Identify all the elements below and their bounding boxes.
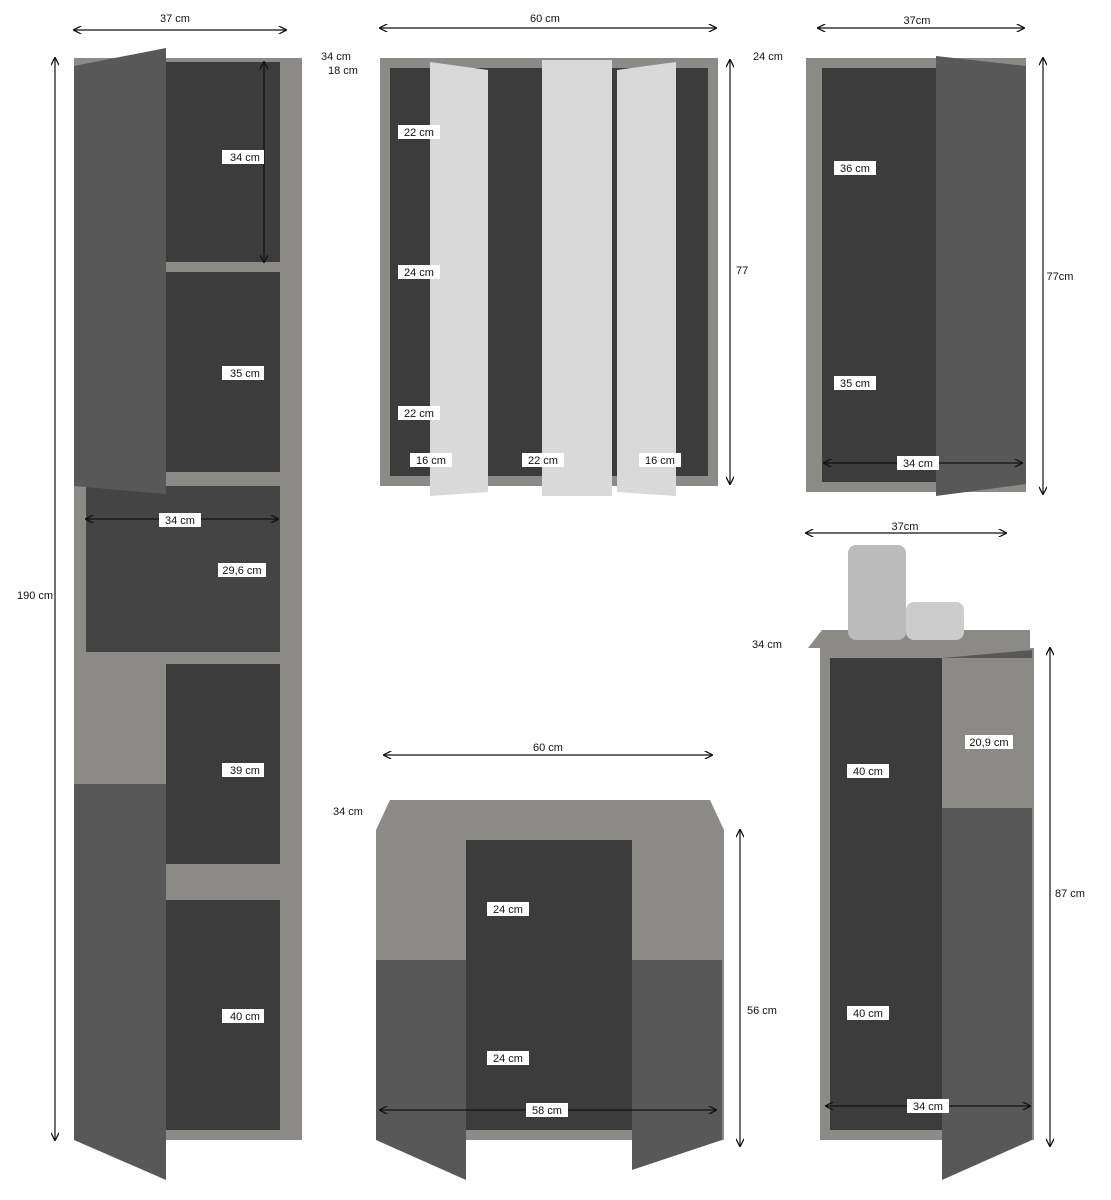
wall-cabinet <box>806 56 1026 496</box>
label: 40 cm <box>230 1011 260 1023</box>
label: 24 cm <box>493 904 523 916</box>
label: 34 cm <box>165 515 195 527</box>
label: 22 cm <box>528 455 558 467</box>
label: 77cm <box>1047 271 1074 283</box>
label: 40 cm <box>853 1008 883 1020</box>
label: 35 cm <box>840 378 870 390</box>
label: 20,9 cm <box>969 737 1008 749</box>
label: 18 cm <box>328 65 358 77</box>
label: 190 cm <box>17 590 53 602</box>
label: 16 cm <box>416 455 446 467</box>
label: 34 cm <box>752 639 782 651</box>
label: 34 cm <box>321 51 351 63</box>
mirror-door <box>542 60 612 496</box>
label: 35 cm <box>230 368 260 380</box>
label: 37 cm <box>160 13 190 25</box>
label: 34 cm <box>333 806 363 818</box>
label: 60 cm <box>533 742 563 754</box>
label: 34 cm <box>230 152 260 164</box>
small-cabinet <box>808 545 1034 1180</box>
label: 60 cm <box>530 13 560 25</box>
label: 39 cm <box>230 765 260 777</box>
label: 24 cm <box>753 51 783 63</box>
label: 58 cm <box>532 1105 562 1117</box>
lower-door <box>74 664 166 1180</box>
dimension-labels: 37 cm 34 cm 18 cm 190 cm 34 cm 35 cm 34 … <box>17 13 1085 1117</box>
label: 29,6 cm <box>222 565 261 577</box>
upper-door <box>74 48 166 494</box>
label: 37cm <box>892 521 919 533</box>
mirror-door <box>617 62 676 496</box>
label: 56 cm <box>747 1005 777 1017</box>
label: 24 cm <box>404 267 434 279</box>
label: 36 cm <box>840 163 870 175</box>
label: 34 cm <box>903 458 933 470</box>
label: 40 cm <box>853 766 883 778</box>
label: 22 cm <box>404 127 434 139</box>
sink-cabinet <box>376 800 724 1180</box>
label: 34 cm <box>913 1101 943 1113</box>
label: 37cm <box>904 15 931 27</box>
label: 22 cm <box>404 408 434 420</box>
label: 16 cm <box>645 455 675 467</box>
door <box>936 56 1026 496</box>
label: 24 cm <box>493 1053 523 1065</box>
label: 77 <box>736 265 748 277</box>
label: 87 cm <box>1055 888 1085 900</box>
tall-cabinet <box>74 48 302 1180</box>
mirror-door <box>430 62 488 496</box>
